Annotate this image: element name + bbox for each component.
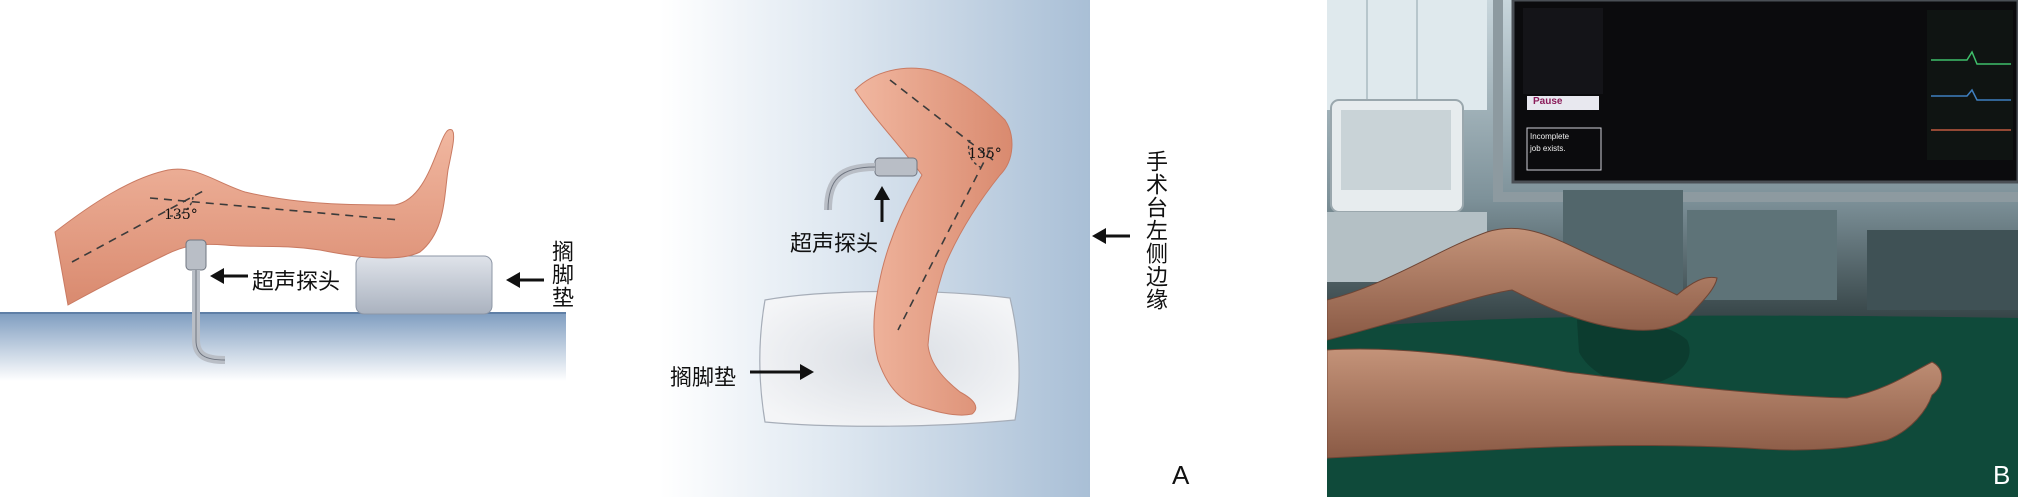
clinical-photo: Pause Incomplete job exists. B: [1327, 0, 2018, 497]
straight-leg-photo: [1327, 348, 1943, 459]
table-edge-annotation: 手术台左侧边缘 A: [1090, 0, 1330, 497]
bent-leg-photo: [1327, 227, 1718, 341]
pad-label: 搁脚垫: [548, 240, 573, 309]
photo-drawing: [1327, 0, 2018, 497]
knee-angle-label-top: 135°: [968, 146, 1002, 162]
leg-shape: [54, 129, 455, 306]
ultrasound-probe-top: [874, 157, 918, 177]
table-edge-label: 手术台左侧边缘: [1142, 150, 1167, 311]
pause-badge: [1527, 96, 1599, 110]
foot-pad: [355, 255, 493, 315]
operating-table: [0, 313, 566, 381]
knee-angle-label: 135°: [164, 207, 198, 223]
top-view-illustration: 135° 超声探头 搁脚垫: [660, 0, 1090, 497]
monitor-message-2: job exists.: [1530, 144, 1566, 153]
ultrasound-probe: [185, 239, 207, 271]
pillow-label: 搁脚垫: [670, 366, 737, 391]
bent-leg-shape: [854, 67, 1013, 416]
side-view-illustration: 135° 超声探头 搁脚垫: [0, 0, 575, 497]
side-view-drawing: [0, 129, 566, 381]
panel-letter-a: A: [1172, 460, 1190, 490]
monitor-status: Pause: [1533, 96, 1563, 107]
probe-label: 超声探头: [252, 270, 341, 295]
panel-letter-b: B: [1993, 460, 2011, 490]
probe-label-top: 超声探头: [790, 232, 879, 257]
top-view-drawing: [750, 67, 1020, 427]
monitor-message-1: Incomplete: [1530, 132, 1570, 141]
